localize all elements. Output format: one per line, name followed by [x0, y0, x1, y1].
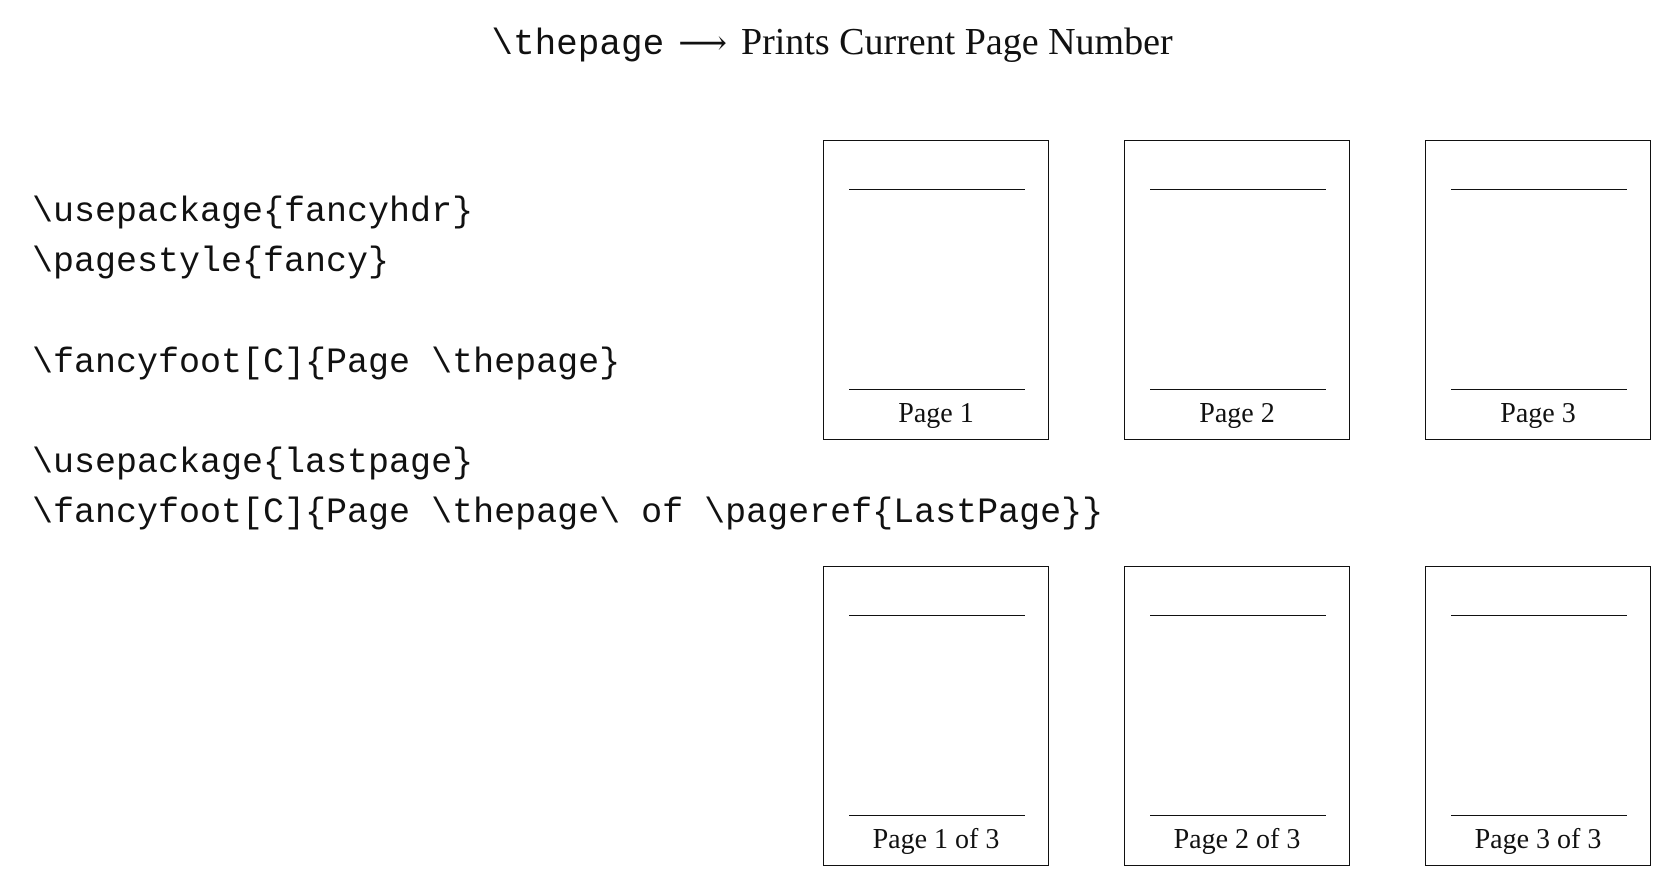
header-rule	[1451, 615, 1627, 616]
page-thumbnail: Page 1 of 3	[823, 566, 1049, 866]
footer-rule	[1150, 389, 1326, 390]
code-line-usepackage-fancyhdr: \usepackage{fancyhdr}	[32, 192, 474, 232]
code-line-pagestyle-fancy: \pagestyle{fancy}	[32, 242, 390, 282]
header-rule	[1150, 189, 1326, 190]
footer-rule	[849, 815, 1025, 816]
page-thumbnail: Page 3 of 3	[1425, 566, 1651, 866]
header-rule	[849, 615, 1025, 616]
footer-rule	[1451, 389, 1627, 390]
footer-rule	[1150, 815, 1326, 816]
code-line-fancyfoot-with-total: \fancyfoot[C]{Page \thepage\ of \pageref…	[32, 493, 1104, 533]
title-text: Prints Current Page Number	[740, 21, 1173, 63]
header-rule	[1150, 615, 1326, 616]
page-thumbnail: Page 3	[1425, 140, 1651, 440]
page-thumbnail: Page 2	[1124, 140, 1350, 440]
page-footer-label: Page 3	[1500, 398, 1576, 429]
page-thumbnail: Page 2 of 3	[1124, 566, 1350, 866]
page-footer-label: Page 1	[898, 398, 974, 429]
header-rule	[849, 189, 1025, 190]
page-footer-label: Page 3 of 3	[1474, 824, 1602, 855]
code-line-usepackage-lastpage: \usepackage{lastpage}	[32, 443, 474, 483]
page-footer-label: Page 2 of 3	[1173, 824, 1301, 855]
header-rule	[1451, 189, 1627, 190]
page-thumbnail: Page 1	[823, 140, 1049, 440]
footer-rule	[1451, 815, 1627, 816]
footer-rule	[849, 389, 1025, 390]
diagram-title: \thepage ⟶ Prints Current Page Number	[0, 12, 1664, 75]
page-footer-label: Page 1 of 3	[872, 824, 1000, 855]
title-command: \thepage	[491, 24, 665, 65]
arrow-icon: ⟶	[678, 23, 727, 63]
page-footer-label: Page 2	[1199, 398, 1275, 429]
code-line-fancyfoot-simple: \fancyfoot[C]{Page \thepage}	[32, 343, 621, 383]
